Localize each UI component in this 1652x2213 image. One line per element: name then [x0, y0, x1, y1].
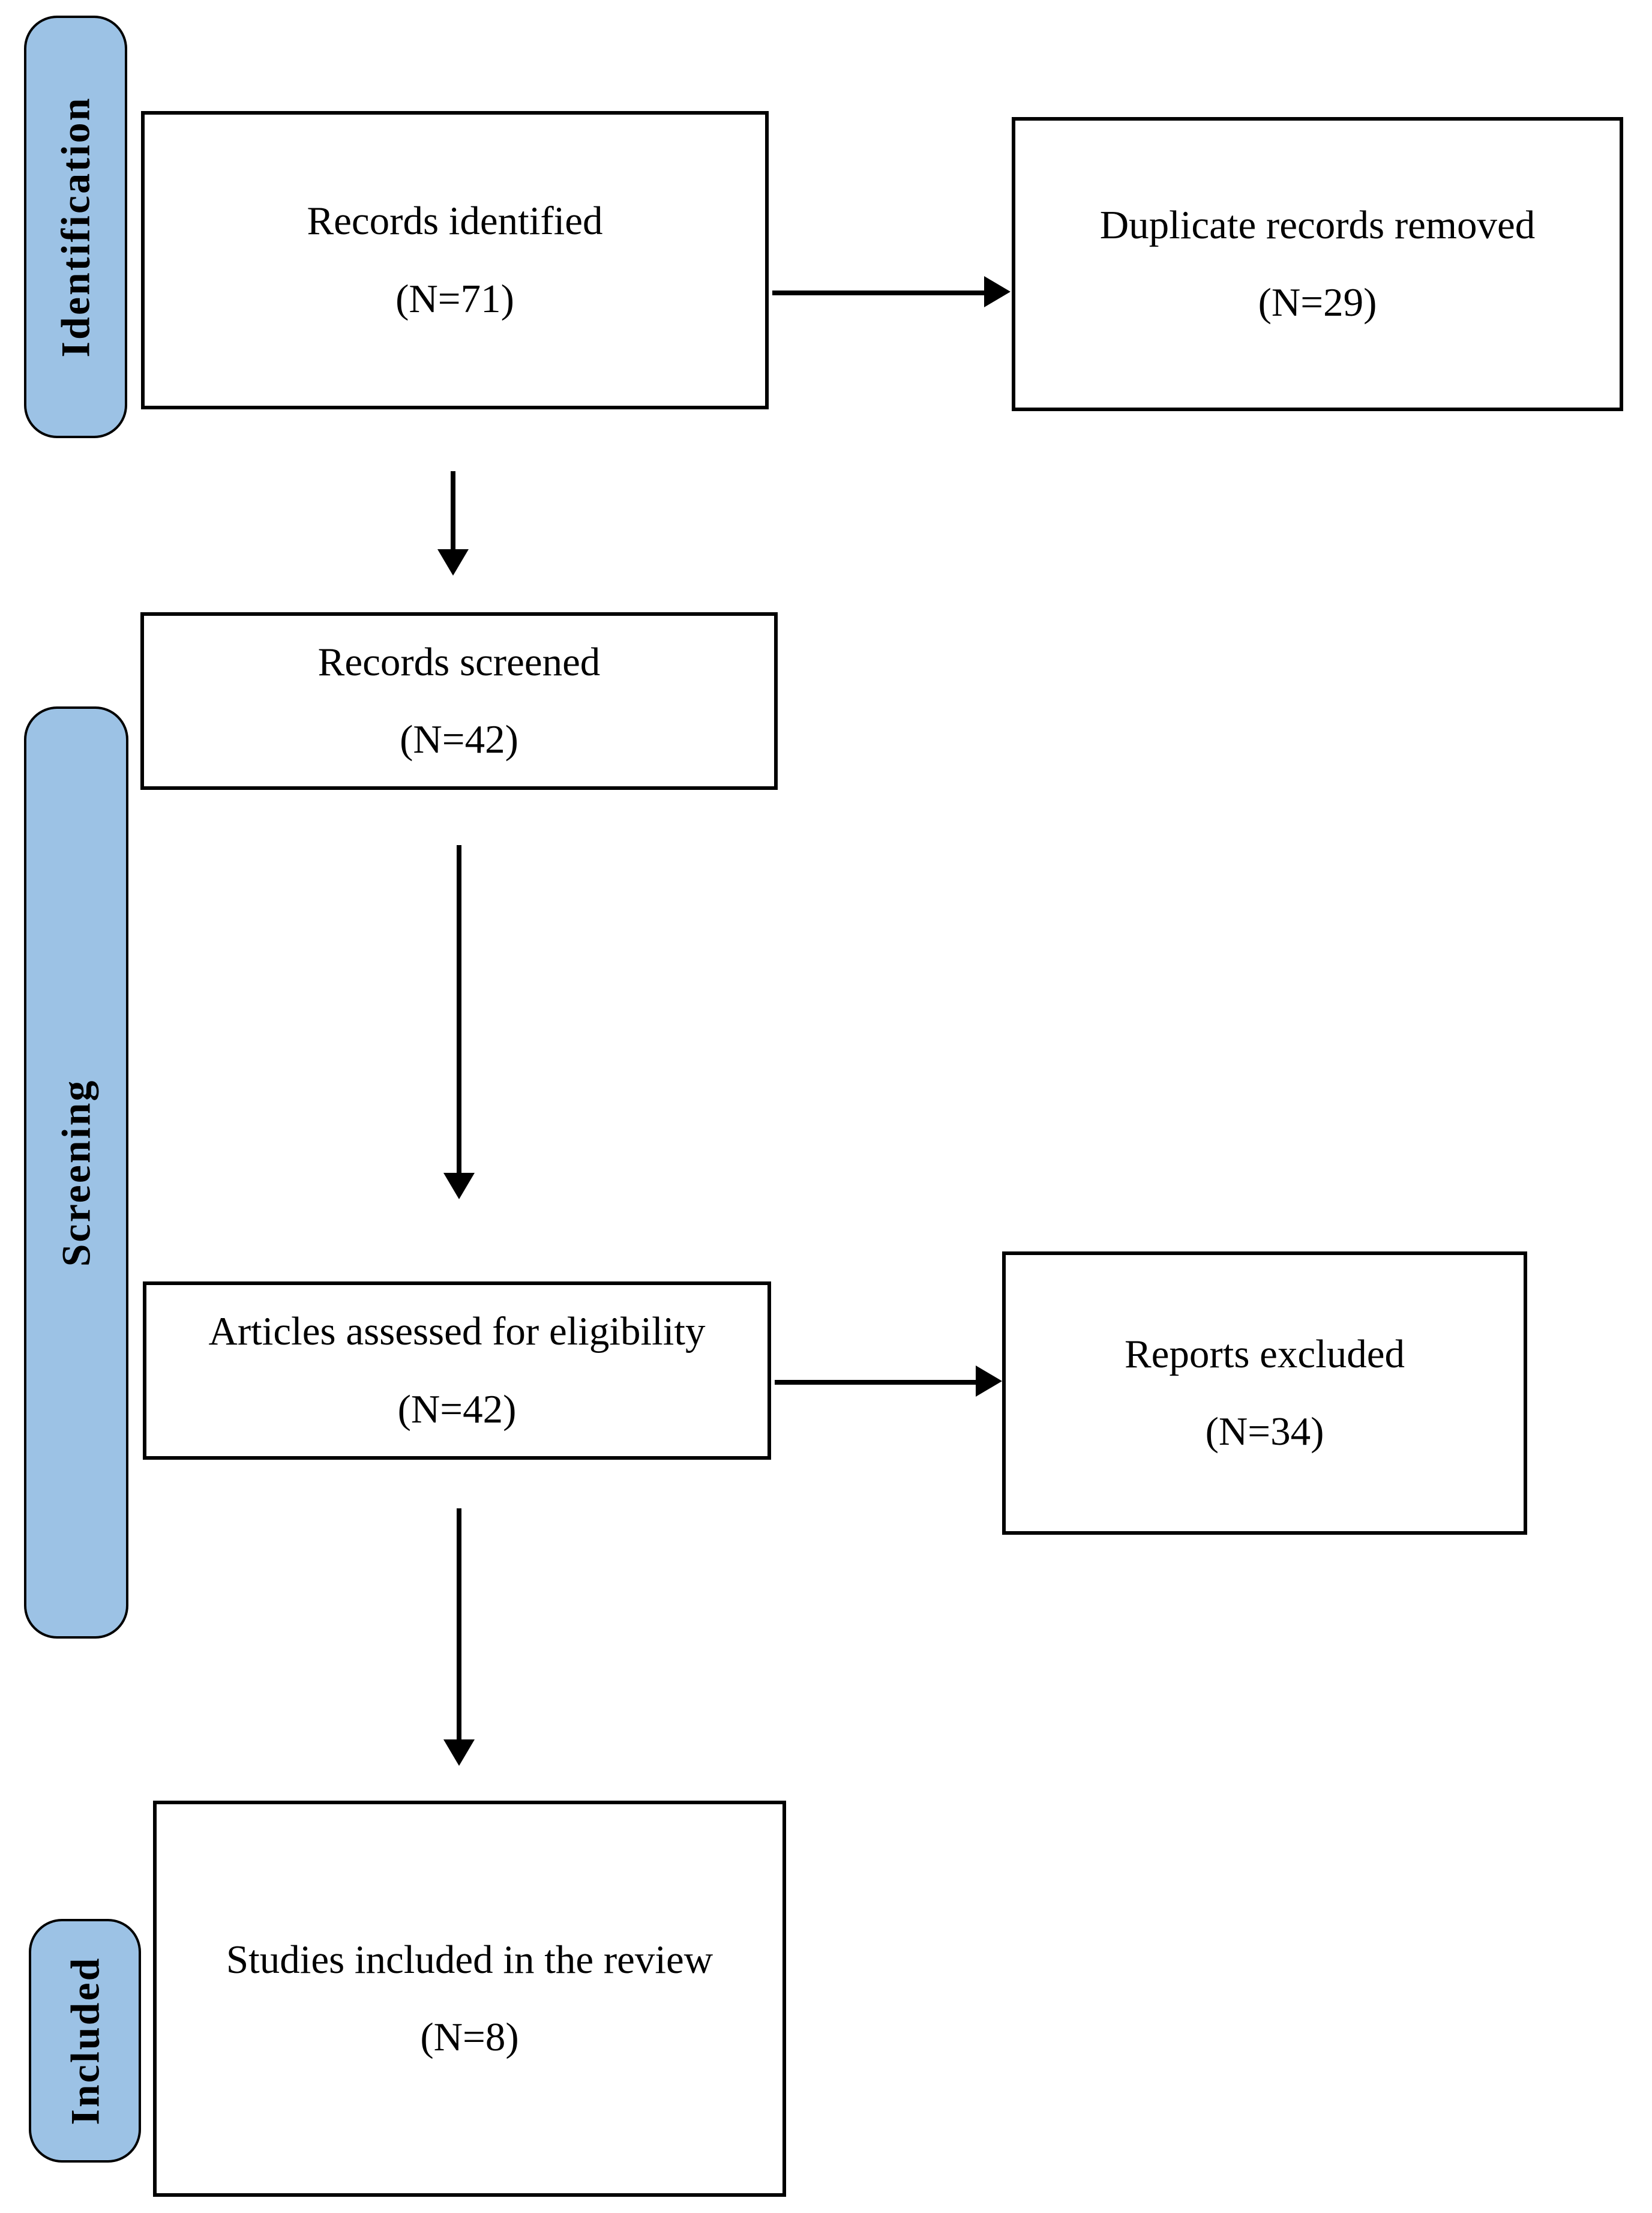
box-articles-assessed-title: Articles assessed for eligibility — [208, 1309, 706, 1354]
stage-label-screening: Screening — [24, 706, 128, 1639]
box-duplicate-records-removed-count: (N=29) — [1258, 280, 1377, 325]
box-records-screened-title: Records screened — [317, 639, 601, 684]
arrow-assessed-to-excluded-shaft — [775, 1380, 977, 1385]
stage-label-identification: Identification — [24, 16, 127, 438]
box-records-screened: Records screened (N=42) — [140, 612, 778, 790]
stage-label-included: Included — [29, 1919, 141, 2163]
box-records-identified-title: Records identified — [307, 199, 603, 244]
box-articles-assessed-count: (N=42) — [397, 1387, 517, 1432]
arrow-identified-to-screened-shaft — [451, 471, 455, 549]
box-duplicate-records-removed-title: Duplicate records removed — [1099, 202, 1536, 247]
arrow-screened-to-assessed-head — [443, 1173, 475, 1199]
box-articles-assessed: Articles assessed for eligibility (N=42) — [143, 1281, 771, 1460]
stage-label-screening-text: Screening — [53, 1079, 99, 1266]
arrow-assessed-to-included-head — [443, 1739, 475, 1766]
box-duplicate-records-removed: Duplicate records removed (N=29) — [1012, 117, 1623, 411]
arrow-identified-to-duplicates-shaft — [772, 291, 985, 295]
arrow-screened-to-assessed-shaft — [457, 845, 461, 1173]
arrow-assessed-to-included-shaft — [457, 1508, 461, 1739]
arrow-assessed-to-excluded-head — [976, 1365, 1002, 1397]
stage-label-identification-text: Identification — [52, 96, 98, 358]
box-reports-excluded-count: (N=34) — [1205, 1409, 1324, 1454]
box-records-identified: Records identified (N=71) — [141, 111, 769, 409]
arrow-identified-to-duplicates-head — [984, 276, 1011, 307]
arrow-identified-to-screened-head — [437, 549, 469, 576]
box-reports-excluded: Reports excluded (N=34) — [1002, 1251, 1527, 1535]
box-reports-excluded-title: Reports excluded — [1124, 1331, 1405, 1376]
stage-label-included-text: Included — [62, 1956, 107, 2125]
box-studies-included: Studies included in the review (N=8) — [153, 1801, 786, 2197]
box-studies-included-count: (N=8) — [420, 2015, 519, 2059]
box-records-screened-count: (N=42) — [400, 717, 518, 762]
box-studies-included-title: Studies included in the review — [226, 1937, 713, 1982]
box-records-identified-count: (N=71) — [395, 276, 514, 321]
